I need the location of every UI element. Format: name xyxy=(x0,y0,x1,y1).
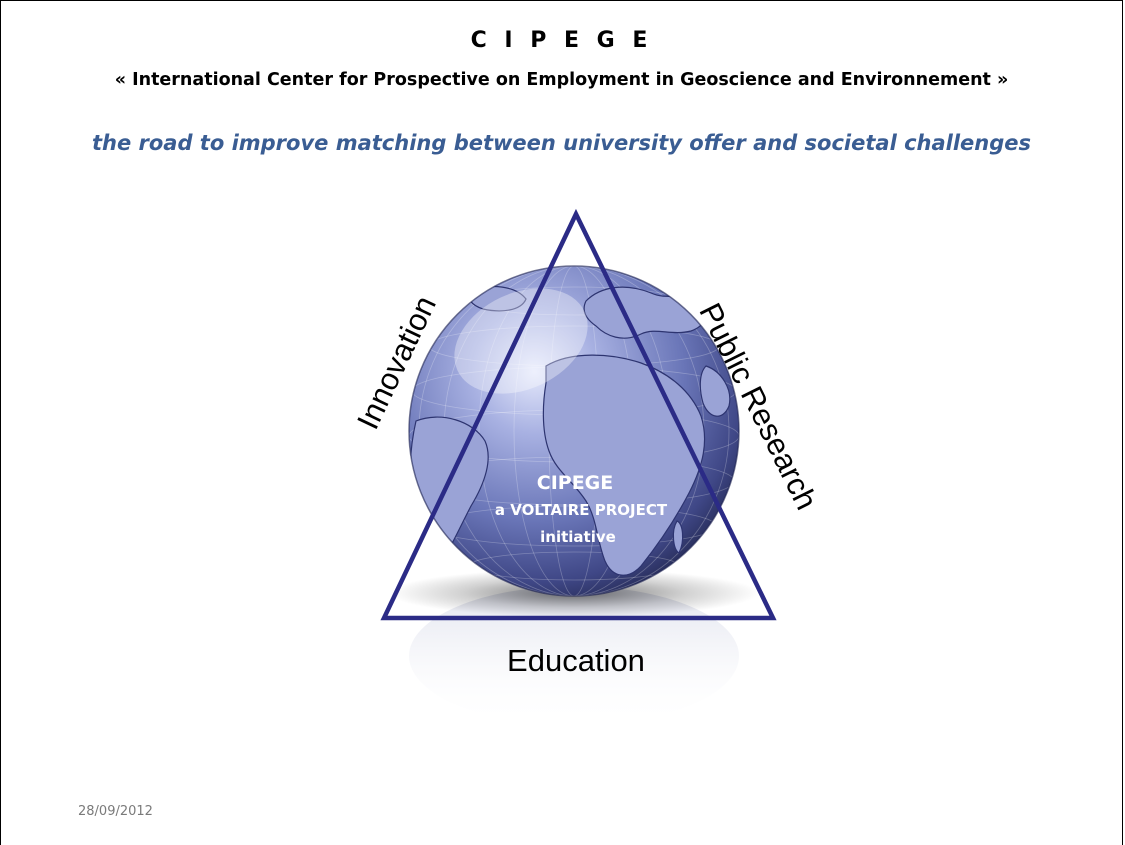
slide-title: C I P E G E xyxy=(470,28,653,53)
globe-icon xyxy=(408,265,740,597)
slide-subtitle: « International Center for Prospective o… xyxy=(114,70,1009,90)
globe-reflection xyxy=(409,586,739,726)
triangle-icon xyxy=(380,208,777,621)
side-label-education: Education xyxy=(507,643,645,678)
center-line3: initiative xyxy=(540,528,616,546)
center-line2: a VOLTAIRE PROJECT xyxy=(495,501,668,519)
slide-tagline: the road to improve matching between uni… xyxy=(91,131,1032,155)
slide-date: 28/09/2012 xyxy=(78,804,153,819)
center-title: CIPEGE xyxy=(537,472,614,494)
